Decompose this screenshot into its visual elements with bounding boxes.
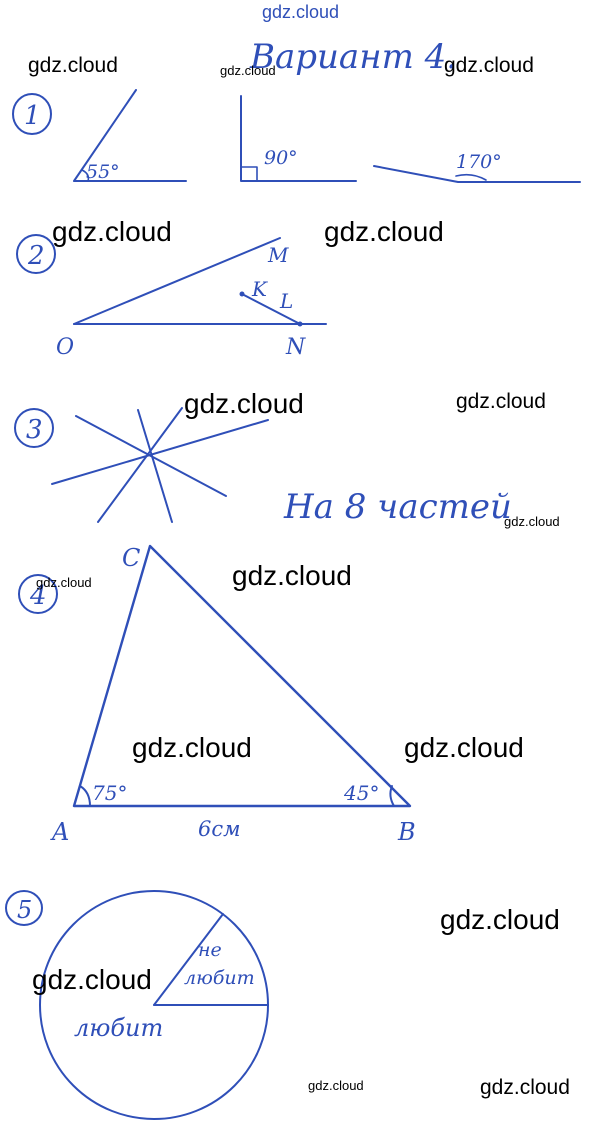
angle-90 [240, 95, 357, 182]
angle-arc [455, 173, 487, 181]
task-2: 2 M K L O N [16, 234, 327, 360]
watermark: gdz.cloud [324, 216, 444, 247]
label-m: M [267, 243, 289, 267]
watermark: gdz.cloud [32, 964, 152, 995]
line [51, 419, 269, 485]
label-n: N [285, 335, 306, 360]
angle-a-label: 75° [92, 781, 127, 805]
angle-90-label: 90° [264, 147, 298, 169]
task-3: 3 На 8 частей [14, 407, 512, 527]
task-1: 1 55° 90° 170° [12, 89, 581, 183]
angle-55 [73, 89, 187, 182]
line [75, 415, 227, 497]
sector-boundary [153, 913, 224, 1006]
watermark: gdz.cloud [220, 63, 276, 78]
sector-small-line1: не [198, 939, 222, 961]
line [137, 409, 173, 523]
label-c: C [122, 544, 140, 572]
task-number-circle [5, 890, 43, 926]
watermark: gdz.cloud [444, 54, 534, 77]
watermark: gdz.cloud [184, 388, 304, 419]
task-4-number: 4 [29, 581, 47, 611]
task-number-circle [14, 408, 54, 448]
task-number-circle [16, 234, 56, 274]
watermark: gdz.cloud [404, 732, 524, 763]
point-k [239, 291, 245, 297]
watermark: gdz.cloud [232, 560, 352, 591]
angle-170-label: 170° [456, 151, 502, 173]
task-3-number: 3 [26, 415, 43, 445]
watermark: gdz.cloud [36, 575, 92, 590]
watermark: gdz.cloud [456, 390, 546, 413]
watermark: gdz.cloud [132, 732, 252, 763]
label-a: A [50, 818, 69, 846]
watermark: gdz.cloud [308, 1078, 364, 1093]
angle-55-label: 55° [86, 161, 120, 183]
line [97, 407, 183, 523]
side-ab-label: 6см [198, 817, 241, 841]
label-k: K [251, 277, 268, 301]
intersecting-lines [51, 407, 269, 523]
segment-kl [241, 293, 301, 325]
task-2-number: 2 [27, 241, 45, 271]
angle-a-arc [79, 785, 91, 807]
ray-om [73, 237, 281, 325]
sector-large-label: любит [74, 1014, 163, 1042]
task-4: 4 C A B 75° 45° 6см [18, 544, 416, 846]
watermark: gdz.cloud [440, 904, 560, 935]
label-o: O [56, 335, 74, 360]
right-angle-mark [240, 166, 258, 182]
angle-b-arc [389, 785, 395, 807]
watermark: gdz.cloud [480, 1076, 570, 1099]
label-l: L [279, 289, 293, 313]
task-5-number: 5 [17, 896, 32, 924]
sector-small-line2: любит [184, 967, 255, 989]
label-b: B [397, 818, 416, 846]
angle-170 [373, 165, 581, 183]
task-number-circle [18, 574, 58, 614]
triangle-abc [72, 544, 412, 808]
angle-b-label: 45° [343, 781, 379, 805]
task-number-circle [12, 93, 52, 135]
point-n [297, 321, 303, 327]
angle-arc [81, 169, 90, 182]
watermark: gdz.cloud [504, 514, 560, 529]
watermark: gdz.cloud [262, 2, 340, 22]
watermark: gdz.cloud [52, 216, 172, 247]
task-5: 5 не любит любит [5, 890, 269, 1120]
task-1-number: 1 [24, 101, 41, 131]
task-3-answer: На 8 частей [283, 487, 512, 527]
variant-title: Вариант 4. [249, 37, 457, 77]
watermark: gdz.cloud [28, 54, 118, 77]
